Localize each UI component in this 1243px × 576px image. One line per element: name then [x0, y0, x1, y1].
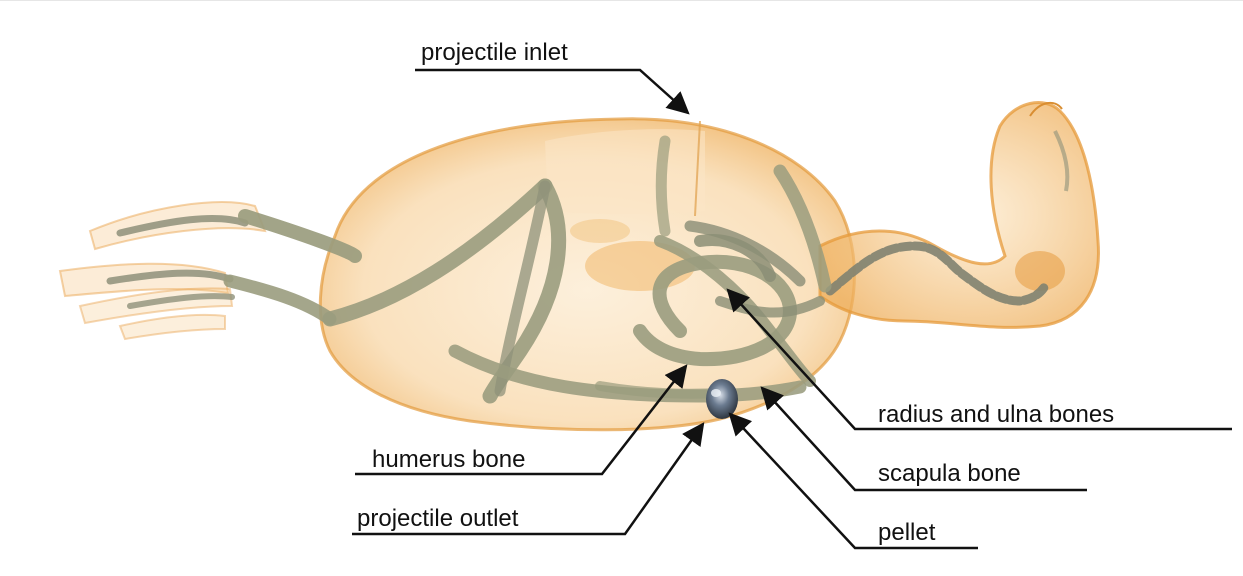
label-projectile-outlet: projectile outlet: [357, 507, 518, 531]
label-projectile-inlet: projectile inlet: [421, 41, 568, 65]
pellet: [706, 379, 738, 419]
label-scapula-bone: scapula bone: [878, 462, 1021, 486]
feet: [60, 202, 265, 339]
label-pellet: pellet: [878, 521, 935, 545]
neck-and-head: [820, 103, 1098, 328]
label-humerus-bone: humerus bone: [372, 448, 525, 472]
label-radius-and-ulna-bones: radius and ulna bones: [878, 403, 1114, 427]
leader-projectile-inlet: [415, 70, 688, 113]
